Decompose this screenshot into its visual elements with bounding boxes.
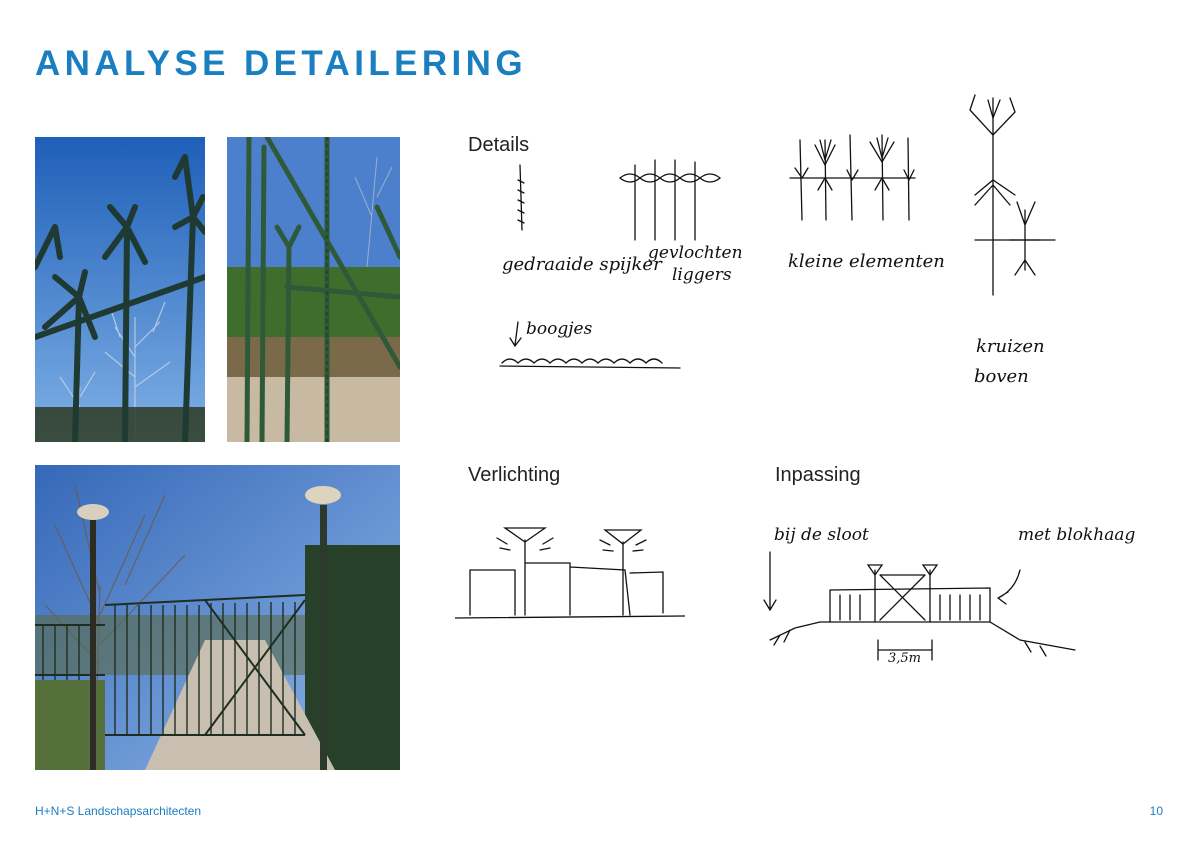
note-bij-de-sloot: bij de sloot [774, 525, 869, 545]
note-boogjes: boogjes [526, 319, 593, 339]
photo-gate-lamps [35, 465, 400, 770]
heading-inpassing: Inpassing [775, 464, 861, 486]
page-title: ANALYSE DETAILERING [35, 44, 527, 83]
photo-fence-finials [35, 137, 205, 442]
heading-details: Details [468, 134, 530, 156]
note-gedraaide-spijker: gedraaide spijker [502, 254, 663, 275]
note-liggers: liggers [672, 265, 732, 285]
inpassing-sketch: bij de sloot met blokhaag 3,5m [763, 525, 1135, 666]
heading-verlichting: Verlichting [468, 464, 561, 486]
page-number: 10 [1149, 804, 1163, 818]
note-kruizen: kruizen [976, 336, 1045, 357]
note-gevlochten: gevlochten [648, 243, 743, 263]
note-boven: boven [974, 366, 1029, 387]
verlichting-sketch [455, 527, 685, 619]
note-kleine-elementen: kleine elementen [788, 251, 945, 272]
photo-fence-posts [227, 137, 400, 442]
note-met-blokhaag: met blokhaag [1018, 525, 1135, 545]
note-maat: 3,5m [888, 651, 921, 666]
footer-company: H+N+S Landschapsarchitecten [35, 804, 202, 818]
details-sketch: gedraaide spijker gevlochten liggers kle… [499, 94, 1056, 387]
